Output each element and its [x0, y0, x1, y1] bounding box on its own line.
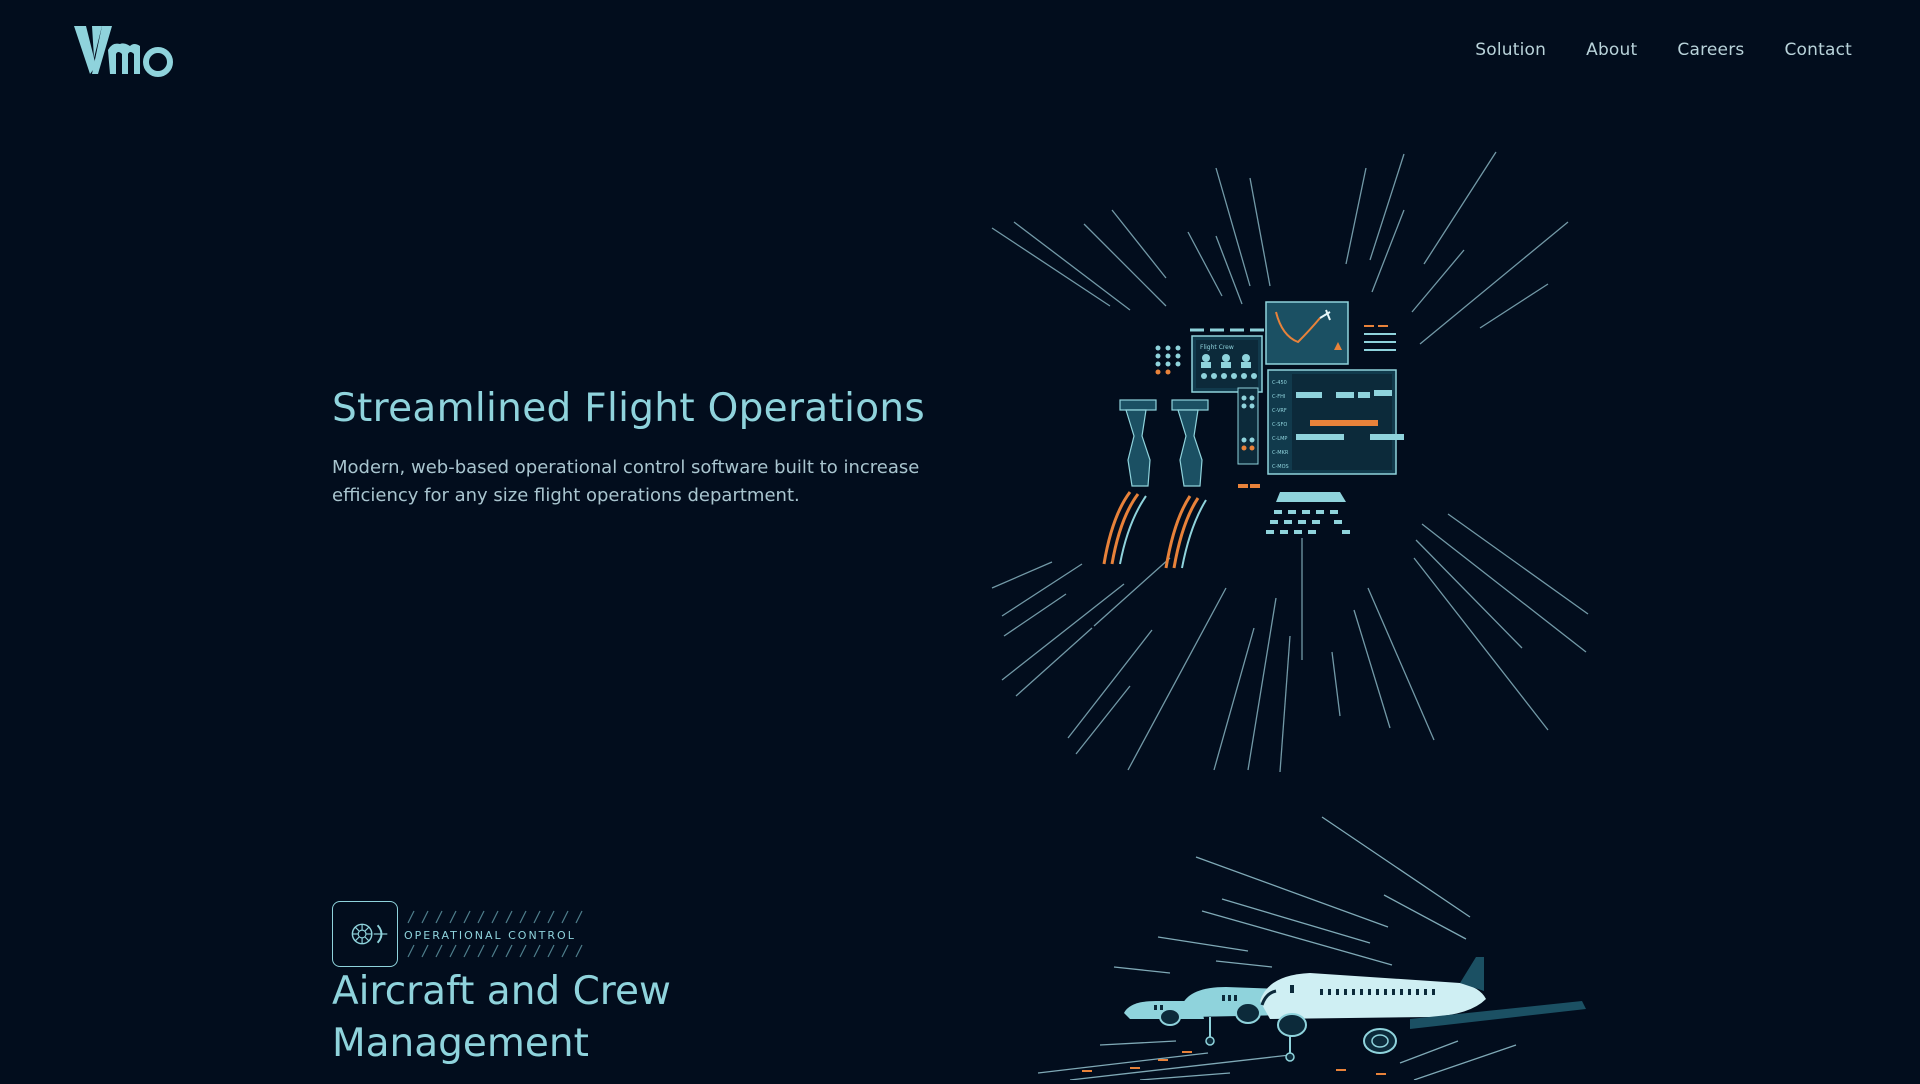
svg-text:C-FHI: C-FHI: [1272, 394, 1285, 400]
hero-title: Streamlined Flight Operations: [332, 386, 926, 431]
svg-text:C-VRF: C-VRF: [1272, 408, 1287, 414]
nav-careers-link[interactable]: Careers: [1677, 40, 1745, 60]
main-nav: Solution About Careers Contact: [1475, 40, 1852, 60]
decorative-slashes: [407, 944, 583, 958]
aircraft-fleet-illustration: [990, 805, 1610, 1081]
section-label: OPERATIONAL CONTROL: [404, 929, 576, 942]
nav-contact-link[interactable]: Contact: [1784, 40, 1852, 60]
nav-solution-link[interactable]: Solution: [1475, 40, 1547, 60]
hero-subtitle: Modern, web-based operational control so…: [332, 457, 920, 506]
decorative-slashes: [407, 910, 583, 924]
nav-about-link[interactable]: About: [1586, 40, 1638, 60]
svg-text:C-450: C-450: [1272, 380, 1287, 386]
svg-text:C-MOS: C-MOS: [1272, 464, 1289, 470]
svg-text:C-SFO: C-SFO: [1272, 422, 1287, 428]
svg-text:Flight Crew: Flight Crew: [1200, 344, 1234, 351]
svg-text:C-MKR: C-MKR: [1272, 450, 1289, 456]
vmo-logo[interactable]: [72, 22, 184, 78]
turbine-engine-icon: [332, 901, 398, 967]
section-title: Aircraft and Crew Management: [332, 969, 671, 1066]
svg-text:C-LMP: C-LMP: [1272, 436, 1287, 442]
